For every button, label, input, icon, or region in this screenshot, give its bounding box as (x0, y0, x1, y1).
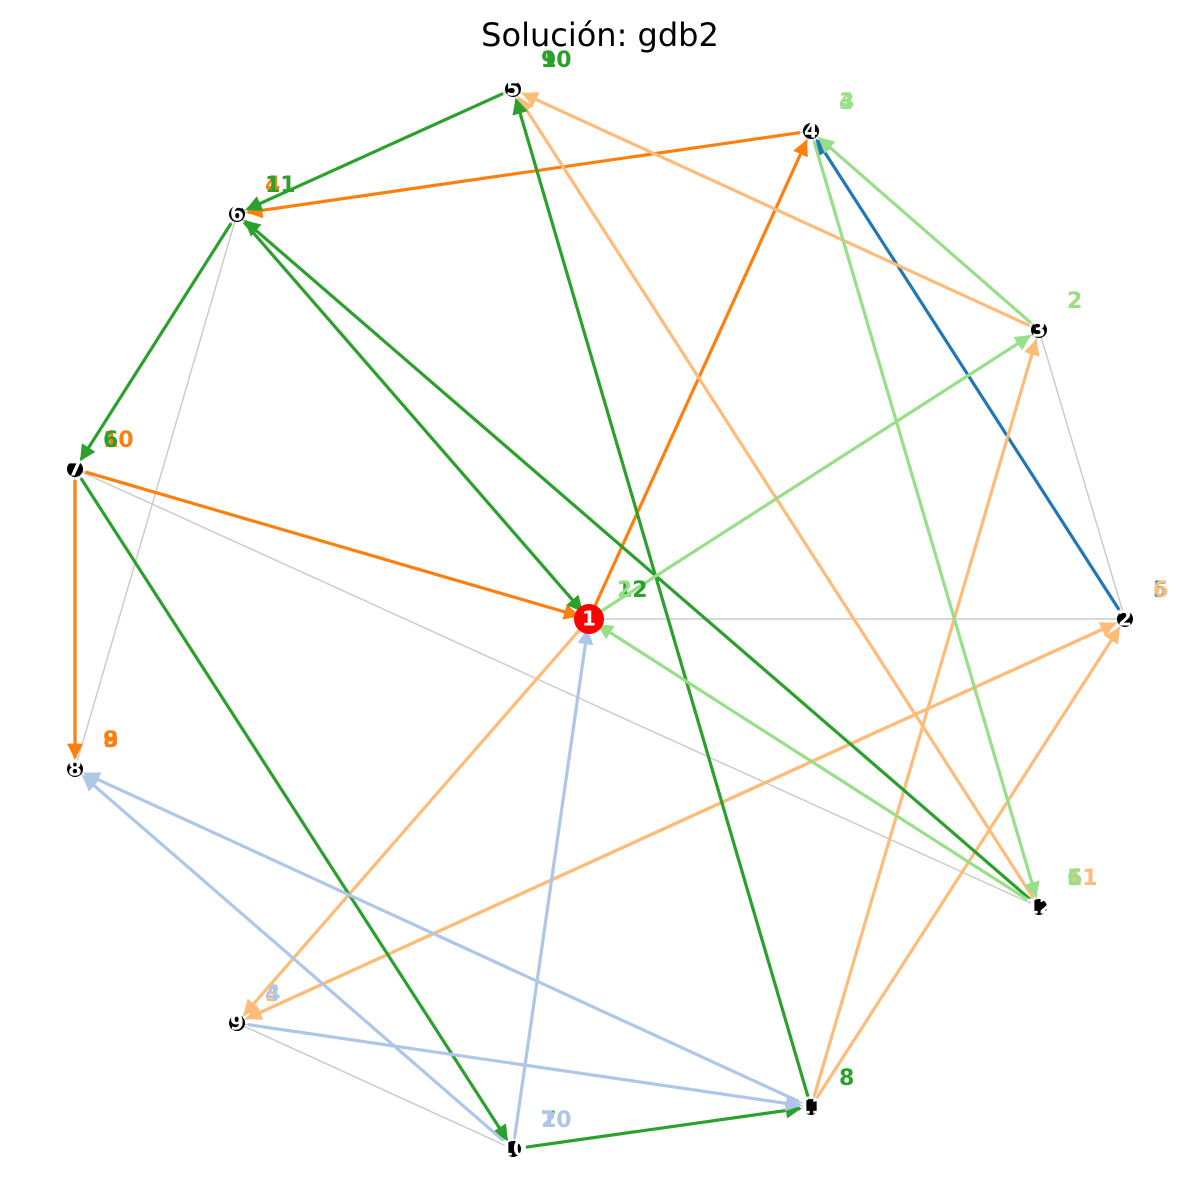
node-7 (67, 461, 83, 477)
order-label-node-12: 5 (1067, 866, 1082, 891)
order-label-node-4: 4 (839, 90, 854, 115)
order-label-node-6: 11 (265, 173, 296, 198)
order-label-node-11: 8 (839, 1066, 854, 1091)
route-arc-4-to-12 (812, 141, 1040, 898)
order-label-node-10: 2 (541, 1108, 556, 1133)
order-label-node-8: 8 (103, 728, 118, 753)
route-arc-7-to-10 (79, 477, 509, 1142)
node-label-5: 5 (506, 77, 520, 101)
order-label-node-5: 9 (541, 48, 556, 73)
node-label-3: 3 (1032, 318, 1046, 342)
route-arc-4-to-6 (246, 130, 801, 219)
route-arc-9-to-11 (247, 1023, 802, 1112)
order-label-node-1: 12 (617, 578, 648, 603)
node-label-1: 1 (582, 607, 596, 631)
order-label-node-8: 9 (103, 728, 118, 753)
node-label-2: 2 (1118, 607, 1132, 631)
node-2 (1117, 611, 1133, 627)
node-9 (229, 1015, 245, 1031)
order-label-node-2: 6 (1153, 578, 1168, 603)
route-arc-6-to-1 (243, 221, 583, 612)
node-label-12: 12 (1025, 895, 1053, 919)
base-edge-2-3 (1038, 329, 1126, 620)
route-arc-1-to-9 (243, 626, 583, 1016)
figure-title: Solución: gdb2 (481, 16, 719, 54)
route-arc-12-to-6 (244, 219, 1032, 902)
node-11 (803, 1099, 819, 1115)
depot-node (574, 604, 604, 634)
route-arc-12-to-1 (596, 623, 1031, 903)
route-arc-11-to-5 (512, 98, 810, 1097)
node-label-9: 9 (230, 1011, 244, 1035)
order-label-node-3: 2 (1067, 289, 1082, 314)
node-label-4: 4 (804, 119, 818, 143)
route-arc-10-to-1 (512, 628, 594, 1139)
route-arc-1-to-3 (597, 334, 1032, 615)
node-label-6: 6 (230, 202, 244, 226)
node-10 (505, 1141, 521, 1157)
route-arc-10-to-8 (82, 775, 506, 1143)
node-12 (1031, 899, 1047, 915)
route-arc-6-to-7 (79, 222, 233, 462)
route-arc-7-to-1 (85, 470, 580, 620)
order-label-node-3: 2 (1067, 289, 1082, 314)
route-arc-1-to-4 (592, 139, 808, 610)
node-6 (229, 206, 245, 222)
order-label-node-9: 3 (265, 982, 280, 1007)
route-arc-2-to-9 (245, 622, 1116, 1020)
order-label-node-2: 5 (1153, 578, 1168, 603)
node-label-11: 11 (797, 1095, 825, 1119)
order-label-node-1: 2 (617, 578, 632, 603)
order-label-node-10: 10 (541, 1108, 572, 1133)
base-edge-9-10 (236, 1022, 514, 1150)
base-edge-7-12 (74, 468, 1040, 908)
order-label-node-6: 4 (265, 173, 280, 198)
route-arc-11-to-8 (83, 772, 802, 1104)
order-label-node-7: 10 (103, 428, 134, 453)
route-arc-5-to-6 (245, 92, 504, 211)
node-label-10: 10 (499, 1137, 527, 1161)
order-label-node-10: 7 (541, 1108, 556, 1133)
node-4 (803, 123, 819, 139)
node-8 (67, 761, 83, 777)
order-label-node-12: 6 (1067, 866, 1082, 891)
order-label-node-4: 3 (839, 90, 854, 115)
node-label-8: 8 (68, 757, 82, 781)
order-label-node-7: 6 (103, 428, 118, 453)
node-5 (505, 81, 521, 97)
order-label-node-12: 11 (1067, 866, 1098, 891)
route-arcs (67, 92, 1121, 1150)
route-arc-3-to-4 (818, 137, 1032, 324)
route-arc-3-to-5 (521, 92, 1030, 327)
node-label-7: 7 (68, 457, 82, 481)
order-label-node-9: 4 (265, 982, 280, 1007)
route-arc-10-to-11 (523, 1102, 802, 1150)
order-label-node-9: 4 (265, 982, 280, 1007)
route-arc-11-to-3 (812, 339, 1040, 1097)
node-3 (1031, 322, 1047, 338)
order-label-node-5: 10 (541, 48, 572, 73)
